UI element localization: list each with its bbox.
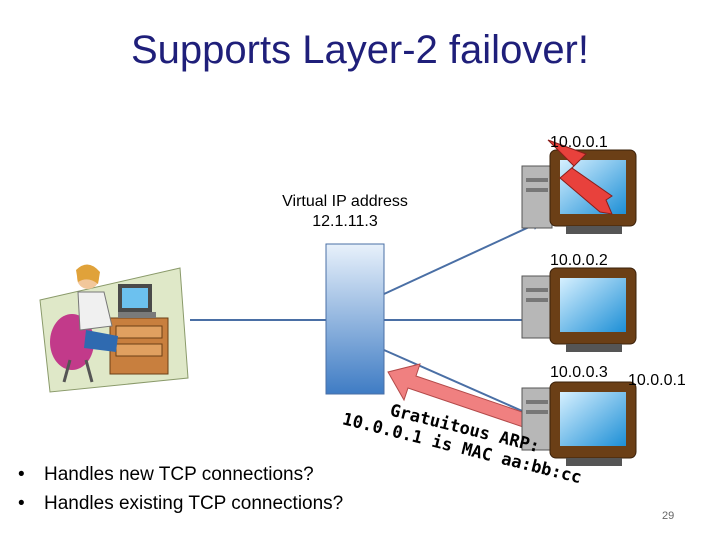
- balancer-to-server-3-arrow: [383, 349, 540, 420]
- virtual-ip-address: 12.1.11.3: [312, 213, 378, 230]
- server-3-ip-label: 10.0.0.3: [550, 364, 608, 381]
- server-2-ip-label: 10.0.0.2: [550, 252, 608, 269]
- balancer-to-server-1-arrow: [383, 220, 542, 295]
- page-number: 29: [662, 510, 675, 522]
- server-2-computer-icon: [521, 267, 637, 352]
- failure-lightning-icon: [547, 139, 613, 215]
- server-1-ip-label: 10.0.0.1: [550, 134, 608, 151]
- slide-title: Supports Layer-2 failover!: [130, 28, 589, 72]
- bullet-item: Handles existing TCP connections?: [18, 489, 343, 518]
- virtual-ip-caption: Virtual IP address: [282, 193, 408, 210]
- server-3-new-ip-label: 10.0.0.1: [628, 372, 686, 389]
- gratuitous-arp-arrow: [387, 363, 541, 431]
- virtual-ip-label: Virtual IP address 12.1.11.3: [240, 192, 450, 232]
- bullet-item: Handles new TCP connections?: [18, 460, 343, 489]
- load-balancer-box: [325, 243, 385, 395]
- client-user-icon: [39, 264, 189, 393]
- bullet-list: Handles new TCP connections? Handles exi…: [18, 460, 343, 518]
- server-3-computer-icon: [521, 381, 637, 466]
